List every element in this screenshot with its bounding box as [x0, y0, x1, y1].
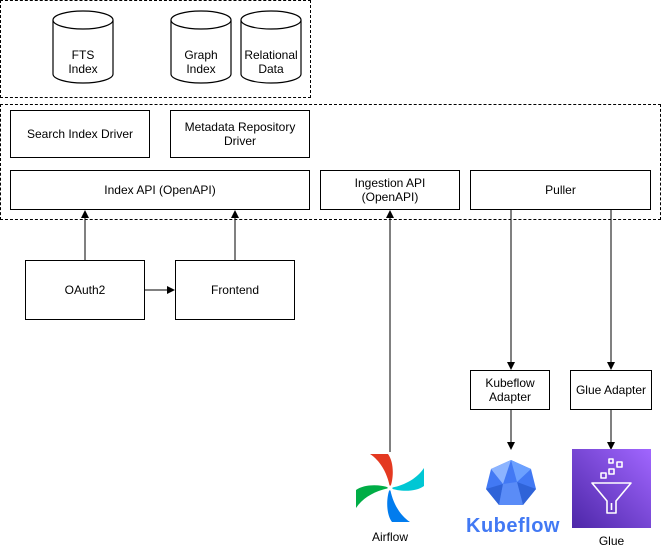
glue-adapter-box: Glue Adapter — [570, 370, 652, 410]
glue-adapter-label: Glue Adapter — [575, 383, 647, 397]
kubeflow-logo-icon — [481, 458, 541, 510]
fts-index-cylinder: FTS Index — [52, 10, 114, 84]
relational-data-label-1: Relational — [244, 48, 298, 62]
storage-group — [0, 0, 311, 98]
graph-index-label-2: Index — [186, 62, 216, 76]
oauth2-label: OAuth2 — [64, 283, 106, 297]
airflow-label: Airflow — [371, 530, 408, 544]
search-index-driver-label: Search Index Driver — [26, 127, 134, 141]
kubeflow-adapter-label-1: Kubeflow — [485, 376, 535, 390]
glue-label: Glue — [598, 534, 625, 548]
kubeflow-adapter-label-2: Adapter — [488, 390, 532, 404]
search-index-driver-box: Search Index Driver — [10, 110, 150, 158]
graph-index-label-1: Graph — [184, 48, 218, 62]
graph-index-cylinder: Graph Index — [170, 10, 232, 84]
puller-label: Puller — [545, 183, 576, 197]
metadata-driver-label-2: Driver — [223, 134, 256, 148]
airflow-logo-icon — [355, 453, 425, 523]
puller-box: Puller — [470, 170, 651, 210]
ingestion-api-box: Ingestion API (OpenAPI) — [320, 170, 460, 210]
metadata-driver-label-1: Metadata Repository — [184, 120, 296, 134]
metadata-repository-driver-box: Metadata Repository Driver — [170, 110, 310, 158]
kubeflow-wordmark: Kubeflow — [466, 515, 560, 537]
fts-index-label-1: FTS — [71, 48, 95, 62]
frontend-label: Frontend — [210, 283, 260, 297]
relational-data-cylinder: Relational Data — [240, 10, 302, 84]
index-api-label: Index API (OpenAPI) — [104, 183, 216, 197]
frontend-box: Frontend — [175, 260, 295, 320]
relational-data-label-2: Data — [258, 62, 284, 76]
oauth2-box: OAuth2 — [25, 260, 145, 320]
ingestion-api-label: Ingestion API (OpenAPI) — [354, 176, 426, 204]
kubeflow-adapter-box: Kubeflow Adapter — [470, 370, 550, 410]
index-api-box: Index API (OpenAPI) — [10, 170, 310, 210]
glue-logo-icon — [572, 449, 651, 528]
fts-index-label-2: Index — [68, 62, 98, 76]
